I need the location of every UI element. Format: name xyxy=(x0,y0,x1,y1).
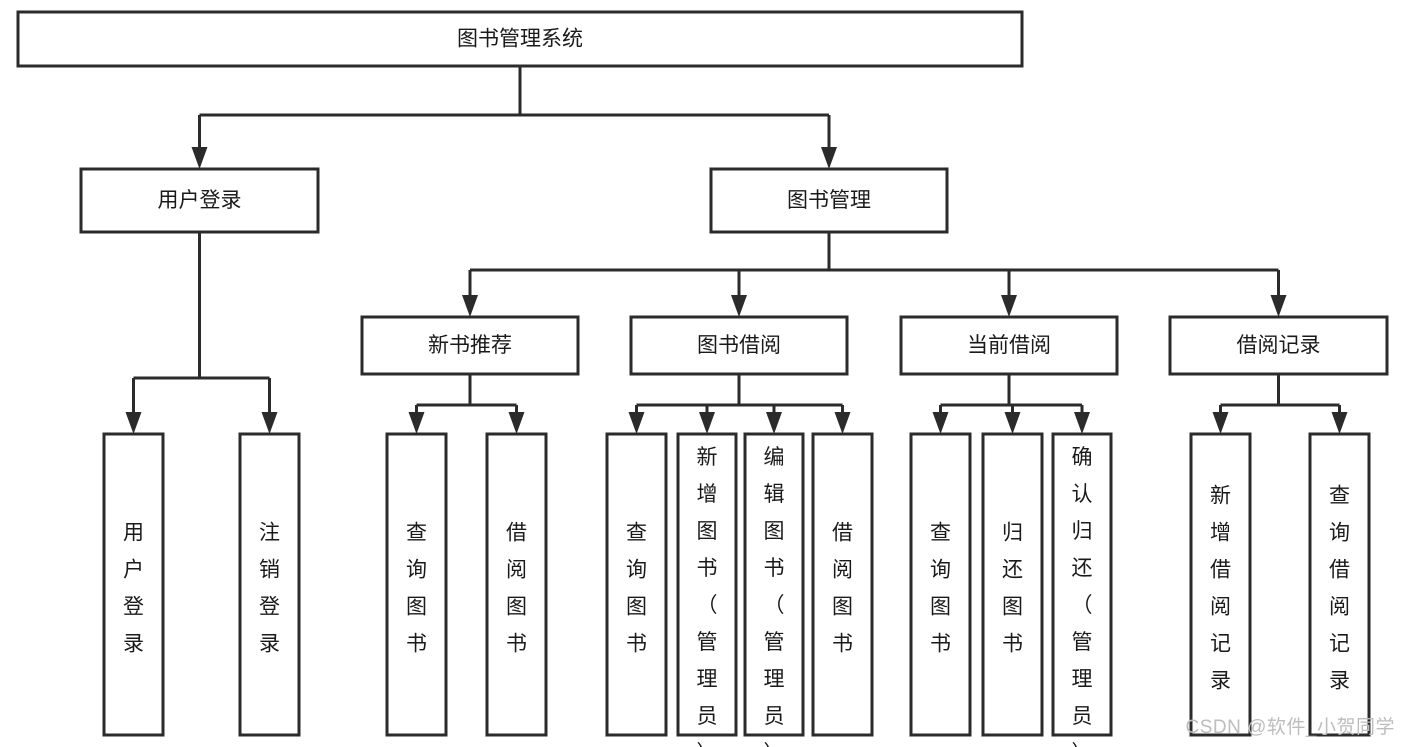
node-label: 新书推荐 xyxy=(428,334,512,357)
node-leaf-borrow-book-1[interactable]: 借阅图书 xyxy=(485,432,548,737)
edge-arrowhead xyxy=(191,147,208,169)
node-label: 借阅记录 xyxy=(1237,334,1321,357)
edge-arrowhead xyxy=(1001,295,1017,317)
node-borrow-record[interactable]: 借阅记录 xyxy=(1168,315,1389,376)
node-box xyxy=(360,315,580,376)
node-box xyxy=(709,167,949,234)
edge-arrowhead xyxy=(1270,295,1287,317)
node-label: 新增图书（管理员） xyxy=(697,446,718,747)
node-box xyxy=(1168,315,1389,376)
node-box xyxy=(1308,432,1371,737)
node-leaf-query-record[interactable]: 查询借阅记录 xyxy=(1308,432,1371,737)
node-label: 查询图书 xyxy=(406,521,427,655)
edge-arrowhead xyxy=(699,412,715,434)
node-book-manage[interactable]: 图书管理 xyxy=(709,167,949,234)
node-leaf-query-book-2[interactable]: 查询图书 xyxy=(605,432,668,737)
node-leaf-query-book-3[interactable]: 查询图书 xyxy=(909,432,972,737)
node-label: 注销登录 xyxy=(259,521,280,655)
node-book-borrow[interactable]: 图书借阅 xyxy=(629,315,849,376)
node-label: 图书管理 xyxy=(787,189,871,212)
node-box xyxy=(909,432,972,737)
edge-arrowhead xyxy=(932,412,949,434)
node-box xyxy=(743,432,805,737)
node-leaf-user-login[interactable]: 用户登录 xyxy=(102,432,165,737)
edges-layer xyxy=(125,66,1348,434)
edge-arrowhead xyxy=(462,295,478,317)
edge-arrowhead xyxy=(731,295,747,317)
edge-arrowhead xyxy=(628,412,645,434)
node-new-book-rec[interactable]: 新书推荐 xyxy=(360,315,580,376)
node-box xyxy=(605,432,668,737)
node-label: 用户登录 xyxy=(123,521,144,655)
edge-arrowhead xyxy=(1074,412,1090,434)
node-label: 查询图书 xyxy=(626,521,647,655)
node-leaf-add-record[interactable]: 新增借阅记录 xyxy=(1189,432,1252,737)
node-user-login[interactable]: 用户登录 xyxy=(79,167,320,234)
node-leaf-edit-book[interactable]: 编辑图书（管理员） xyxy=(743,432,805,747)
node-label: 查询图书 xyxy=(930,521,951,655)
node-label: 编辑图书（管理员） xyxy=(764,446,785,747)
node-box xyxy=(79,167,320,234)
node-label: 用户登录 xyxy=(158,189,242,212)
node-label: 当前借阅 xyxy=(967,334,1051,357)
edge-arrowhead xyxy=(125,412,142,434)
edge-arrowhead xyxy=(1331,412,1348,434)
node-box xyxy=(485,432,548,737)
node-leaf-confirm-return[interactable]: 确认归还（管理员） xyxy=(1051,432,1113,747)
node-label: 查询借阅记录 xyxy=(1329,484,1350,692)
node-label: 归还图书 xyxy=(1002,521,1023,655)
node-box xyxy=(811,432,874,737)
edge-arrowhead xyxy=(821,147,837,169)
node-box xyxy=(238,432,301,737)
edge-arrowhead xyxy=(766,412,782,434)
node-box xyxy=(676,432,738,737)
node-box xyxy=(629,315,849,376)
node-label: 图书管理系统 xyxy=(457,28,583,51)
node-box xyxy=(1051,432,1113,737)
edge-arrowhead xyxy=(508,412,525,434)
watermark-text: CSDN @软件_小贺同学 xyxy=(1185,717,1395,738)
edge-arrowhead xyxy=(261,412,278,434)
node-box xyxy=(385,432,448,737)
node-label: 借阅图书 xyxy=(832,521,853,655)
node-box xyxy=(102,432,165,737)
node-label: 确认归还（管理员） xyxy=(1072,446,1093,747)
node-leaf-add-book[interactable]: 新增图书（管理员） xyxy=(676,432,738,747)
node-root[interactable]: 图书管理系统 xyxy=(16,10,1024,68)
node-box xyxy=(981,432,1044,737)
node-current-borrow[interactable]: 当前借阅 xyxy=(899,315,1119,376)
edge-arrowhead xyxy=(834,412,851,434)
node-leaf-logout[interactable]: 注销登录 xyxy=(238,432,301,737)
nodes-layer: 图书管理系统用户登录图书管理新书推荐图书借阅当前借阅借阅记录用户登录注销登录查询… xyxy=(16,10,1389,747)
node-label: 图书借阅 xyxy=(697,334,781,357)
node-box xyxy=(1189,432,1252,737)
node-label: 新增借阅记录 xyxy=(1210,484,1231,692)
node-label: 借阅图书 xyxy=(506,521,527,655)
node-box xyxy=(16,10,1024,68)
node-leaf-borrow-book-2[interactable]: 借阅图书 xyxy=(811,432,874,737)
edge-arrowhead xyxy=(1212,412,1229,434)
edge-arrowhead xyxy=(1004,412,1021,434)
node-leaf-query-book-1[interactable]: 查询图书 xyxy=(385,432,448,737)
edge-arrowhead xyxy=(408,412,425,434)
node-leaf-return-book[interactable]: 归还图书 xyxy=(981,432,1044,737)
node-box xyxy=(899,315,1119,376)
